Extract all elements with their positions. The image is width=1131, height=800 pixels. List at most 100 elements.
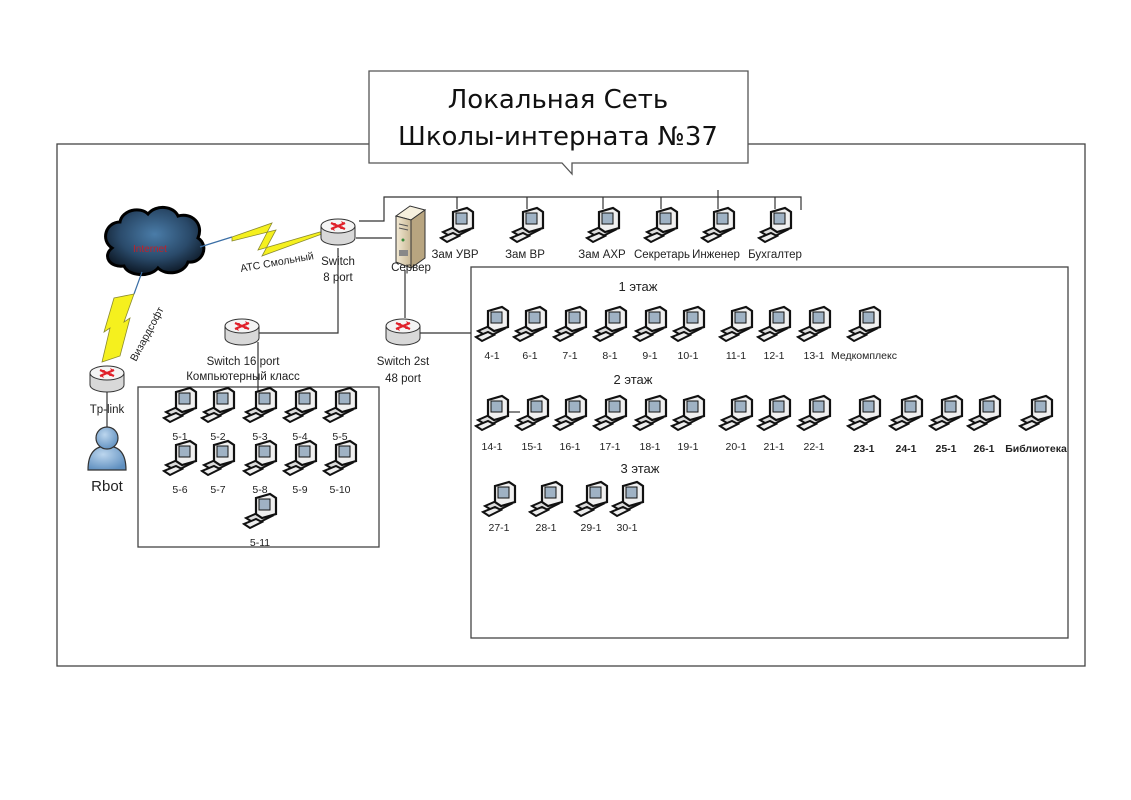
pc-node[interactable]: 10-1 [670, 305, 706, 362]
computer-icon [700, 206, 736, 244]
pc-node[interactable]: 14-1 [474, 394, 510, 453]
pc-node[interactable]: 7-1 [552, 305, 588, 362]
computer-icon [609, 480, 645, 518]
pc-node[interactable]: 18-1 [632, 394, 668, 453]
pc-node[interactable]: 24-1 [888, 394, 924, 455]
internet-label: Internet [133, 244, 167, 255]
pc-node[interactable]: 11-1 [718, 305, 754, 362]
pc-node[interactable]: 19-1 [670, 394, 706, 453]
pc-node[interactable]: 29-1 [573, 480, 609, 534]
computer-icon [242, 439, 278, 477]
tplink-label: Tp-link [90, 404, 125, 416]
computer-icon [322, 386, 358, 424]
pc-node[interactable]: 9-1 [632, 305, 668, 362]
computer-icon [888, 394, 924, 432]
lightning-wizard: Визардсофт [101, 271, 167, 363]
pc-label: 20-1 [725, 441, 746, 453]
user-label: Rbot [91, 478, 124, 495]
computer-icon [966, 394, 1002, 432]
computer-icon [1018, 394, 1054, 432]
pc-label: 27-1 [488, 522, 509, 534]
pc-node[interactable]: 5-4 [282, 386, 318, 443]
pc-node[interactable]: Бухгалтер [748, 206, 802, 261]
pc-node[interactable]: 16-1 [552, 394, 588, 453]
pc-label: 23-1 [853, 443, 874, 455]
pc-node[interactable]: 5-10 [322, 439, 358, 496]
server[interactable]: Сервер [391, 205, 431, 274]
pc-label: 5-11 [250, 537, 270, 549]
pc-node[interactable]: 6-1 [512, 305, 548, 362]
pc-label: 5-6 [172, 484, 187, 496]
pc-node[interactable]: 12-1 [756, 305, 792, 362]
switch-16-port[interactable]: Switch 16 port Компьютерный класс [186, 317, 300, 383]
pc-label: Зам УВР [431, 249, 478, 261]
pc-node[interactable]: 21-1 [756, 394, 792, 453]
computer-icon [200, 439, 236, 477]
pc-label: 18-1 [639, 441, 660, 453]
pc-node[interactable]: 8-1 [592, 305, 628, 362]
pc-node[interactable]: 26-1 [966, 394, 1002, 455]
pc-label: 5-9 [292, 484, 307, 496]
pc-label: 19-1 [677, 441, 698, 453]
pc-label: 10-1 [677, 350, 698, 362]
pc-node[interactable]: 5-9 [282, 439, 318, 496]
switch48-label-1: Switch 2st [377, 356, 430, 368]
pc-node[interactable]: 17-1 [592, 394, 628, 453]
pc-node[interactable]: Зам УВР [431, 206, 479, 261]
pc-label: Инженер [692, 249, 740, 261]
pc-node[interactable]: 30-1 [609, 480, 645, 534]
pc-node[interactable]: Зам АХР [578, 206, 626, 261]
switch8-label-2: 8 port [323, 272, 353, 284]
pc-node[interactable]: 5-1 [162, 386, 198, 443]
floor-title: 3 этаж [621, 461, 660, 476]
pc-node[interactable]: Инженер [692, 206, 740, 261]
pc-node[interactable]: Медкомплекс [831, 305, 897, 362]
pc-node[interactable]: 27-1 [481, 480, 517, 534]
pc-node[interactable]: Секретарь [634, 206, 690, 261]
switch-icon [319, 217, 357, 247]
pc-node[interactable]: 22-1 [796, 394, 832, 453]
switch-8-port[interactable]: Switch 8 port [319, 217, 357, 284]
pc-node[interactable]: 5-8 [242, 439, 278, 496]
computer-icon [481, 480, 517, 518]
pc-node[interactable]: 4-1 [474, 305, 510, 362]
title-callout: Локальная Сеть Школы-интерната №37 [368, 70, 749, 176]
pc-label: 28-1 [535, 522, 556, 534]
user-rbot[interactable]: Rbot [87, 426, 127, 495]
computer-icon [282, 439, 318, 477]
pc-node[interactable]: 15-1 [514, 394, 550, 453]
pc-label: 9-1 [642, 350, 657, 362]
pc-label: 6-1 [522, 350, 537, 362]
pc-node[interactable]: 5-6 [162, 439, 198, 496]
pc-node[interactable]: 23-1 [846, 394, 882, 455]
pc-label: Зам ВР [505, 249, 545, 261]
pc-node[interactable]: 5-2 [200, 386, 236, 443]
computer-icon [242, 386, 278, 424]
wizard-label: Визардсофт [128, 305, 167, 363]
pc-node[interactable]: 5-5 [322, 386, 358, 443]
pc-node[interactable]: 20-1 [718, 394, 754, 453]
computer-icon [162, 386, 198, 424]
switch-48-port[interactable]: Switch 2st 48 port [377, 317, 430, 385]
pc-node[interactable]: 5-7 [200, 439, 236, 496]
computer-icon [643, 206, 679, 244]
pc-node[interactable]: 5-11 [242, 492, 278, 549]
pc-node[interactable]: Зам ВР [505, 206, 545, 261]
pc-label: 21-1 [763, 441, 784, 453]
tp-link-router[interactable]: Tp-link [88, 364, 126, 416]
server-label: Сервер [391, 262, 431, 274]
pc-node[interactable]: 13-1 [796, 305, 832, 362]
computer-icon [592, 305, 628, 343]
pc-label: Медкомплекс [831, 350, 897, 362]
pc-label: 15-1 [521, 441, 542, 453]
switch8-label-1: Switch [321, 256, 355, 268]
computer-icon [757, 206, 793, 244]
pc-label: 26-1 [973, 443, 994, 455]
lightning-atc: АТС Смольный [199, 222, 323, 275]
pc-node[interactable]: 28-1 [528, 480, 564, 534]
pc-label: 5-7 [210, 484, 225, 496]
pc-node[interactable]: 25-1 [928, 394, 964, 455]
pc-node[interactable]: Библиотека [1005, 394, 1067, 455]
pc-node[interactable]: 5-3 [242, 386, 278, 443]
